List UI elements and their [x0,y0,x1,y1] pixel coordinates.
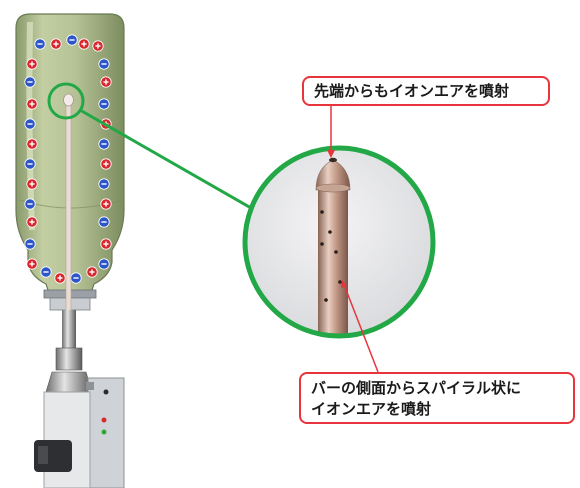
side-callout: バーの側面からスパイラル状に イオンエアを噴射 [299,372,575,424]
ionizer-unit [34,310,125,488]
indicator-led-icon [101,417,107,423]
nozzle-hole [320,210,324,214]
tip-pointer-arrow-icon [327,150,335,158]
magnifier-source-ring [47,82,85,120]
tip-callout: 先端からもイオンエアを噴射 [302,76,550,106]
ion-symbols [24,34,112,284]
side-callout-line-2: イオンエアを噴射 [311,400,432,418]
magnified-nozzle-view [242,145,436,339]
nozzle-hole [320,242,324,246]
side-pointer-arrow-icon [341,280,347,288]
side-pointer-line [342,281,379,373]
nozzle-hole [338,280,342,284]
magnifier-connector-line [79,108,259,214]
indicator-led-icon [101,429,107,435]
tip-callout-text: 先端からもイオンエアを噴射 [314,82,510,100]
nozzle-hole [328,230,332,234]
magnifier-ring [242,145,436,339]
nozzle-hole [334,250,338,254]
nozzle-hole [324,298,328,302]
side-callout-line-1: バーの側面からスパイラル状に [311,379,522,397]
